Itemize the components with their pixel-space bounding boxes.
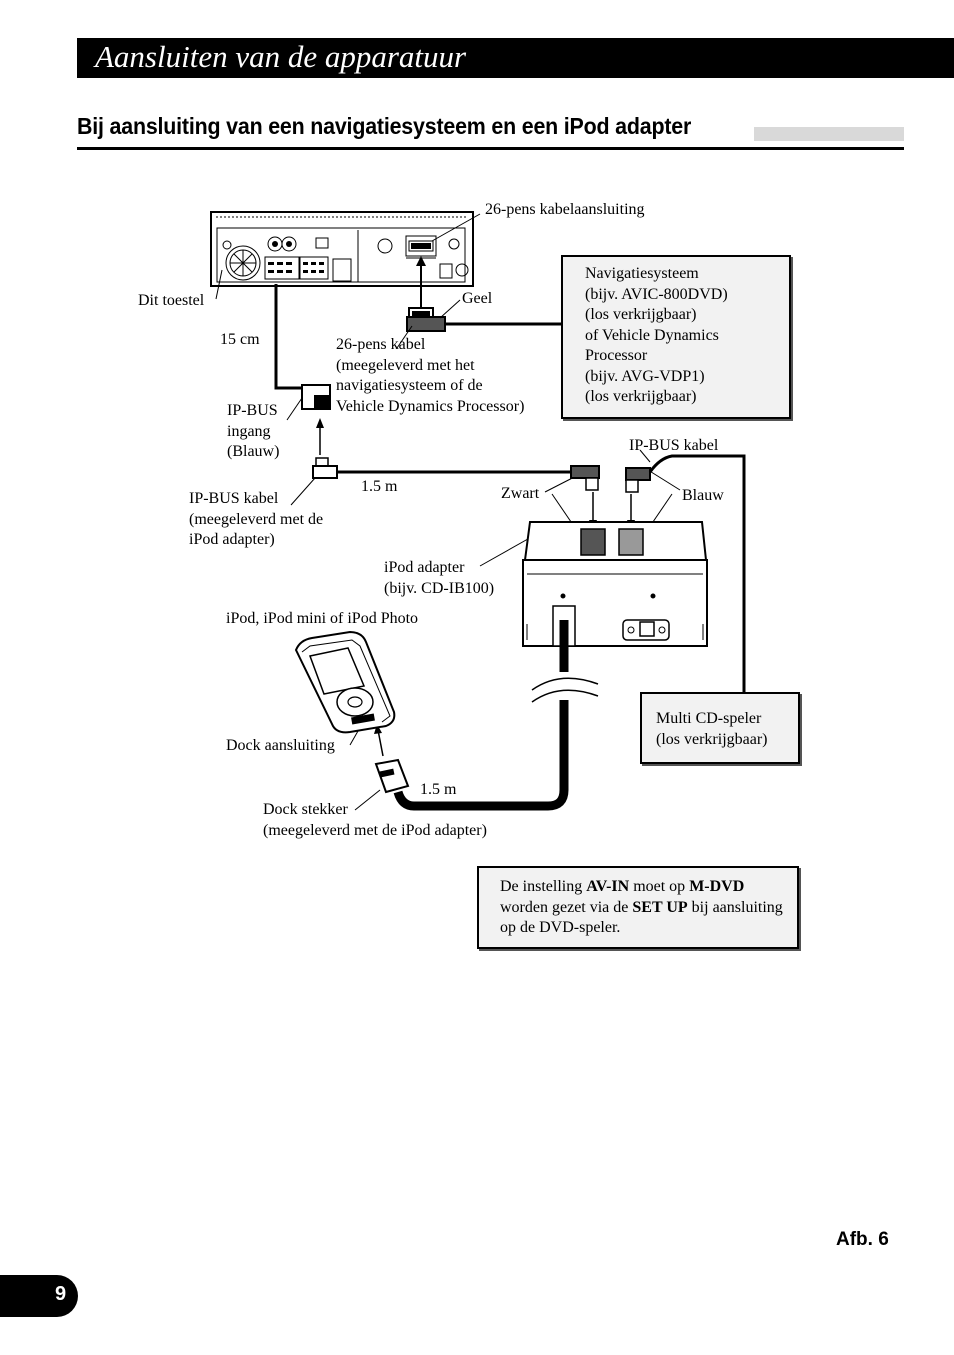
nav-box-line: (bijv. AVIC-800DVD) <box>585 285 728 303</box>
label-ipod-adapter: iPod adapter (bijv. CD-IB100) <box>384 558 494 599</box>
heading-accent <box>754 127 904 141</box>
label-ipbus-cable-left-line: iPod adapter) <box>189 531 275 548</box>
cd-box-line: Multi CD-speler <box>656 710 762 727</box>
label-26pin-connector: 26-pens kabelaansluiting <box>485 201 645 218</box>
note-part: moet op <box>629 878 690 895</box>
label-26pin-cable: 26-pens kabel (meegeleverd met het navig… <box>336 335 524 417</box>
label-ipbus-input: IP-BUS ingang (Blauw) <box>227 401 279 463</box>
nav-box-line: Processor <box>585 347 648 364</box>
ipbus-cable-drawing <box>312 454 746 694</box>
note-part: worden gezet via de <box>500 898 633 916</box>
head-unit-drawing <box>210 211 474 287</box>
cd-box-line: (los verkrijgbaar) <box>656 730 768 748</box>
label-26pin-cable-line: navigatiesysteem of de <box>336 377 483 394</box>
label-dock-plug-line: (meegeleverd met de iPod adapter) <box>263 821 487 839</box>
note-bold-m-dvd: M-DVD <box>689 878 745 895</box>
nav-box-line: (bijv. AVG-VDP1) <box>585 367 705 385</box>
label-15cm: 15 cm <box>220 331 260 348</box>
label-yellow: Geel <box>462 290 493 307</box>
page-number-badge: 9 <box>0 1275 78 1317</box>
label-this-unit: Dit toestel <box>138 292 205 309</box>
section-title: Bij aansluiting van een navigatiesysteem… <box>77 113 692 139</box>
page-title: Aansluiten van de apparatuur <box>95 39 467 74</box>
page-number: 9 <box>55 1283 67 1305</box>
label-ipbus-cable-left-line: (meegeleverd met de <box>189 510 324 528</box>
label-26pin-cable-line: 26-pens kabel <box>336 336 426 353</box>
label-dock-plug-line: Dock stekker <box>263 801 348 818</box>
label-ipbus-input-line: IP-BUS <box>227 402 278 419</box>
label-ipod-adapter-line: (bijv. CD-IB100) <box>384 579 495 597</box>
ipod-drawing <box>294 630 396 734</box>
note-part: bij aansluiting op de DVD-speler. <box>500 898 783 937</box>
label-ipbus-input-line: (Blauw) <box>227 443 280 460</box>
label-26pin-cable-line: (meegeleverd met het <box>336 356 475 374</box>
label-ipbus-input-line: ingang <box>227 422 271 440</box>
figure-label: Afb. 6 <box>836 1229 889 1250</box>
label-ipbus-cable-left-line: IP-BUS kabel <box>189 490 279 507</box>
nav-system-box: Navigatiesysteem (bijv. AVIC-800DVD) (lo… <box>561 255 791 419</box>
label-ipbus-cable-left: IP-BUS kabel (meegeleverd met de iPod ad… <box>189 489 323 551</box>
nav-box-line: Navigatiesysteem <box>585 265 699 282</box>
leader-lines <box>215 213 681 811</box>
label-blue: Blauw <box>682 487 724 504</box>
multi-cd-box: Multi CD-speler (los verkrijgbaar) <box>640 692 800 764</box>
section-heading: Bij aansluiting van een navigatiesysteem… <box>77 111 904 150</box>
note-text: De instelling AV-IN moet op M-DVD worden… <box>500 877 785 939</box>
ipbus-input-drawing <box>274 284 331 455</box>
nav-box-line: of Vehicle Dynamics <box>585 326 719 344</box>
note-part: De instelling <box>500 878 587 895</box>
label-length-2: 1.5 m <box>420 781 457 798</box>
nav-box-line: (los verkrijgbaar) <box>585 388 697 405</box>
label-ipod-adapter-line: iPod adapter <box>384 559 465 576</box>
label-ipod-models: iPod, iPod mini of iPod Photo <box>226 610 419 627</box>
label-length-1: 1.5 m <box>361 478 398 495</box>
label-26pin-cable-line: Vehicle Dynamics Processor) <box>336 397 525 415</box>
header-bar: Aansluiten van de apparatuur <box>77 38 954 78</box>
ipod-adapter-drawing <box>522 521 708 647</box>
label-black: Zwart <box>501 485 540 502</box>
note-bold-set-up: SET UP <box>632 898 688 916</box>
label-ipbus-cable-right: IP-BUS kabel <box>629 437 719 454</box>
note-bold-av-in: AV-IN <box>586 878 630 895</box>
label-dock-connector: Dock aansluiting <box>226 737 335 754</box>
nav-box-line: (los verkrijgbaar) <box>585 306 697 323</box>
26pin-connector-drawing <box>406 256 565 332</box>
dock-cable-drawing <box>374 620 600 811</box>
label-dock-plug: Dock stekker (meegeleverd met de iPod ad… <box>263 800 487 841</box>
note-box: De instelling AV-IN moet op M-DVD worden… <box>477 866 799 949</box>
